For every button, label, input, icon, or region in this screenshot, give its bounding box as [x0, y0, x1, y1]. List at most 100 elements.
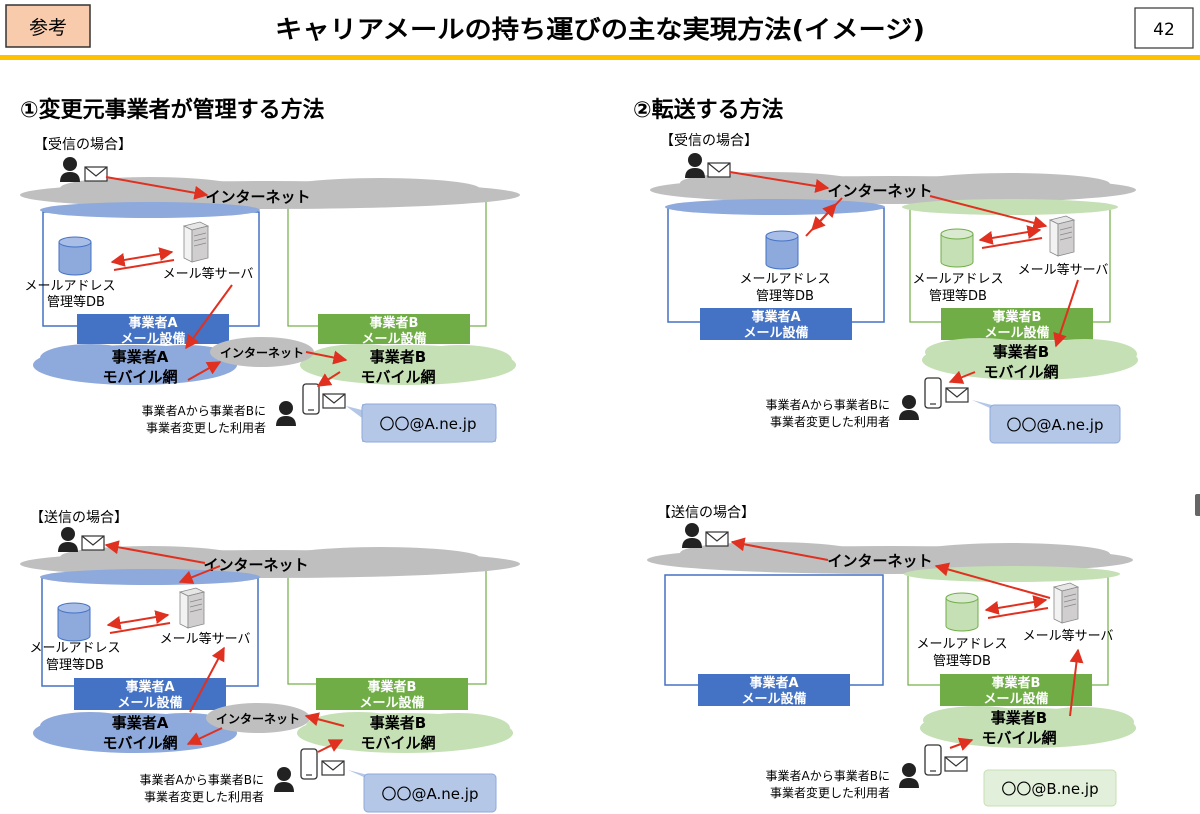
flow-arrow: [105, 176, 209, 200]
internet-label: インターネット: [203, 556, 308, 574]
internet-small-label: インターネット: [220, 346, 304, 360]
user-label-line1: 事業者Aから事業者Bに: [140, 773, 264, 787]
carrier-a-equip-line1: 事業者A: [128, 315, 177, 331]
user-label-line2: 事業者変更した利用者: [146, 420, 266, 435]
flow-arrow: [730, 537, 829, 561]
user-label-line1: 事業者Aから事業者Bに: [142, 404, 266, 418]
panel-left-receive: 【受信の場合】 インターネット メールアドレス 管理等DB メール等サーバ イン…: [20, 137, 520, 443]
carrier-b-cloud-top: [902, 199, 1118, 215]
carrier-b-equipment: [940, 674, 1092, 706]
user-label-line2: 事業者変更した利用者: [770, 414, 890, 429]
carrier-a-equip-line2: メール設備: [741, 691, 806, 707]
reference-badge-label: 参考: [29, 17, 67, 39]
flow-arrow: [304, 712, 345, 727]
flow-arrow: [948, 370, 976, 384]
internet-small-cloud: [206, 703, 310, 733]
database-icon: [57, 602, 91, 642]
mobile-a-line1: 事業者A: [112, 348, 169, 366]
phone-icon: [924, 377, 942, 409]
address-text: 〇〇@A.ne.jp: [380, 415, 477, 433]
mobile-b-line1: 事業者B: [993, 343, 1049, 361]
flow-arrow: [934, 562, 1051, 599]
reference-badge: [5, 4, 91, 48]
flow-arrow: [984, 595, 1048, 615]
mail-server-label: メール等サーバ: [1018, 262, 1109, 278]
mail-icon: [322, 393, 346, 409]
db-label-line1: メールアドレス: [29, 641, 120, 656]
mobile-b-line2: モバイル網: [983, 363, 1058, 381]
flow-arrow: [729, 171, 830, 193]
flow-arrow: [186, 727, 223, 745]
carrier-a-cloud-top: [665, 199, 885, 215]
recipient-person-icon: [682, 523, 702, 548]
mail-icon: [707, 162, 731, 178]
address-bubble: [972, 400, 996, 408]
internet-small-cloud: [210, 337, 314, 367]
flow-arrow: [981, 237, 1043, 249]
db-label-line1: メールアドレス: [916, 637, 1007, 652]
scroll-handle[interactable]: [1195, 494, 1200, 516]
user-label-line1: 事業者Aから事業者Bに: [766, 398, 890, 412]
mobile-a-line1: 事業者A: [112, 714, 169, 732]
carrier-b-equipment: [316, 678, 468, 710]
flow-arrow: [187, 361, 222, 381]
db-label-line2: 管理等DB: [756, 288, 814, 304]
sender-person-icon: [685, 153, 705, 178]
flow-arrow: [106, 610, 170, 630]
mail-server-label: メール等サーバ: [160, 631, 251, 647]
mobile-b-line2: モバイル網: [360, 734, 435, 752]
panel-left-send: 【送信の場合】 インターネット メールアドレス 管理等DB メール等サーバ イン…: [20, 510, 520, 813]
mail-icon: [84, 166, 108, 182]
carrier-a-equip-line1: 事業者A: [125, 679, 174, 695]
mobile-b-line2: モバイル網: [981, 729, 1056, 747]
internet-label: インターネット: [205, 188, 310, 206]
phone-icon: [924, 744, 942, 776]
address-text: 〇〇@A.ne.jp: [382, 785, 479, 803]
mail-server-label: メール等サーバ: [1023, 628, 1114, 644]
mobile-b-line2: モバイル網: [360, 368, 435, 386]
db-label-line1: メールアドレス: [24, 279, 115, 294]
carrier-b-equip-line1: 事業者B: [993, 309, 1042, 325]
carrier-a-equip-line2: メール設備: [120, 331, 185, 347]
mail-server-label: メール等サーバ: [163, 266, 254, 282]
flow-arrow: [189, 646, 225, 713]
flow-arrow: [805, 202, 837, 237]
carrier-b-equip-line2: メール設備: [359, 695, 424, 711]
address-bubble: [983, 769, 1117, 807]
panel-label: 【受信の場合】: [660, 133, 758, 149]
mail-server-icon: [1053, 582, 1079, 624]
flow-arrow: [316, 371, 341, 387]
carrier-a-equip-line2: メール設備: [743, 325, 808, 341]
carrier-a-equip-line1: 事業者A: [751, 309, 800, 325]
internet-small-label: インターネット: [216, 712, 300, 726]
panel-label: 【送信の場合】: [30, 510, 128, 526]
user-person-icon: [899, 763, 919, 788]
flow-arrow: [949, 737, 974, 751]
carrier-b-frame: [287, 197, 487, 327]
flow-arrow: [104, 540, 206, 564]
mail-icon: [705, 531, 729, 547]
db-label-line1: メールアドレス: [739, 272, 830, 287]
carrier-b-equip-line1: 事業者B: [368, 679, 417, 695]
address-text: 〇〇@B.ne.jp: [1001, 780, 1098, 798]
carrier-a-cloud-top: [40, 202, 260, 218]
mail-server-icon: [179, 587, 205, 629]
flow-arrow: [987, 607, 1049, 619]
mail-icon: [81, 535, 105, 551]
flow-arrow: [929, 195, 1048, 230]
flow-arrow: [113, 259, 175, 271]
carrier-b-frame: [287, 569, 487, 685]
flow-arrow: [178, 565, 221, 584]
page-number-box: [1134, 7, 1194, 49]
sender-person-icon: [60, 157, 80, 182]
flow-arrow: [109, 622, 171, 634]
mobile-b-line1: 事業者B: [991, 709, 1047, 727]
section-title-left: ①変更元事業者が管理する方法: [20, 97, 325, 123]
recipient-person-icon: [58, 527, 78, 552]
carrier-b-equip-line1: 事業者B: [992, 675, 1041, 691]
flow-arrow: [1053, 279, 1079, 348]
mail-server-icon: [183, 221, 209, 263]
panel-right-send: 【送信の場合】 インターネット メールアドレス 管理等DB メール等サーバ 事業…: [647, 505, 1136, 807]
flow-arrow: [305, 350, 348, 365]
